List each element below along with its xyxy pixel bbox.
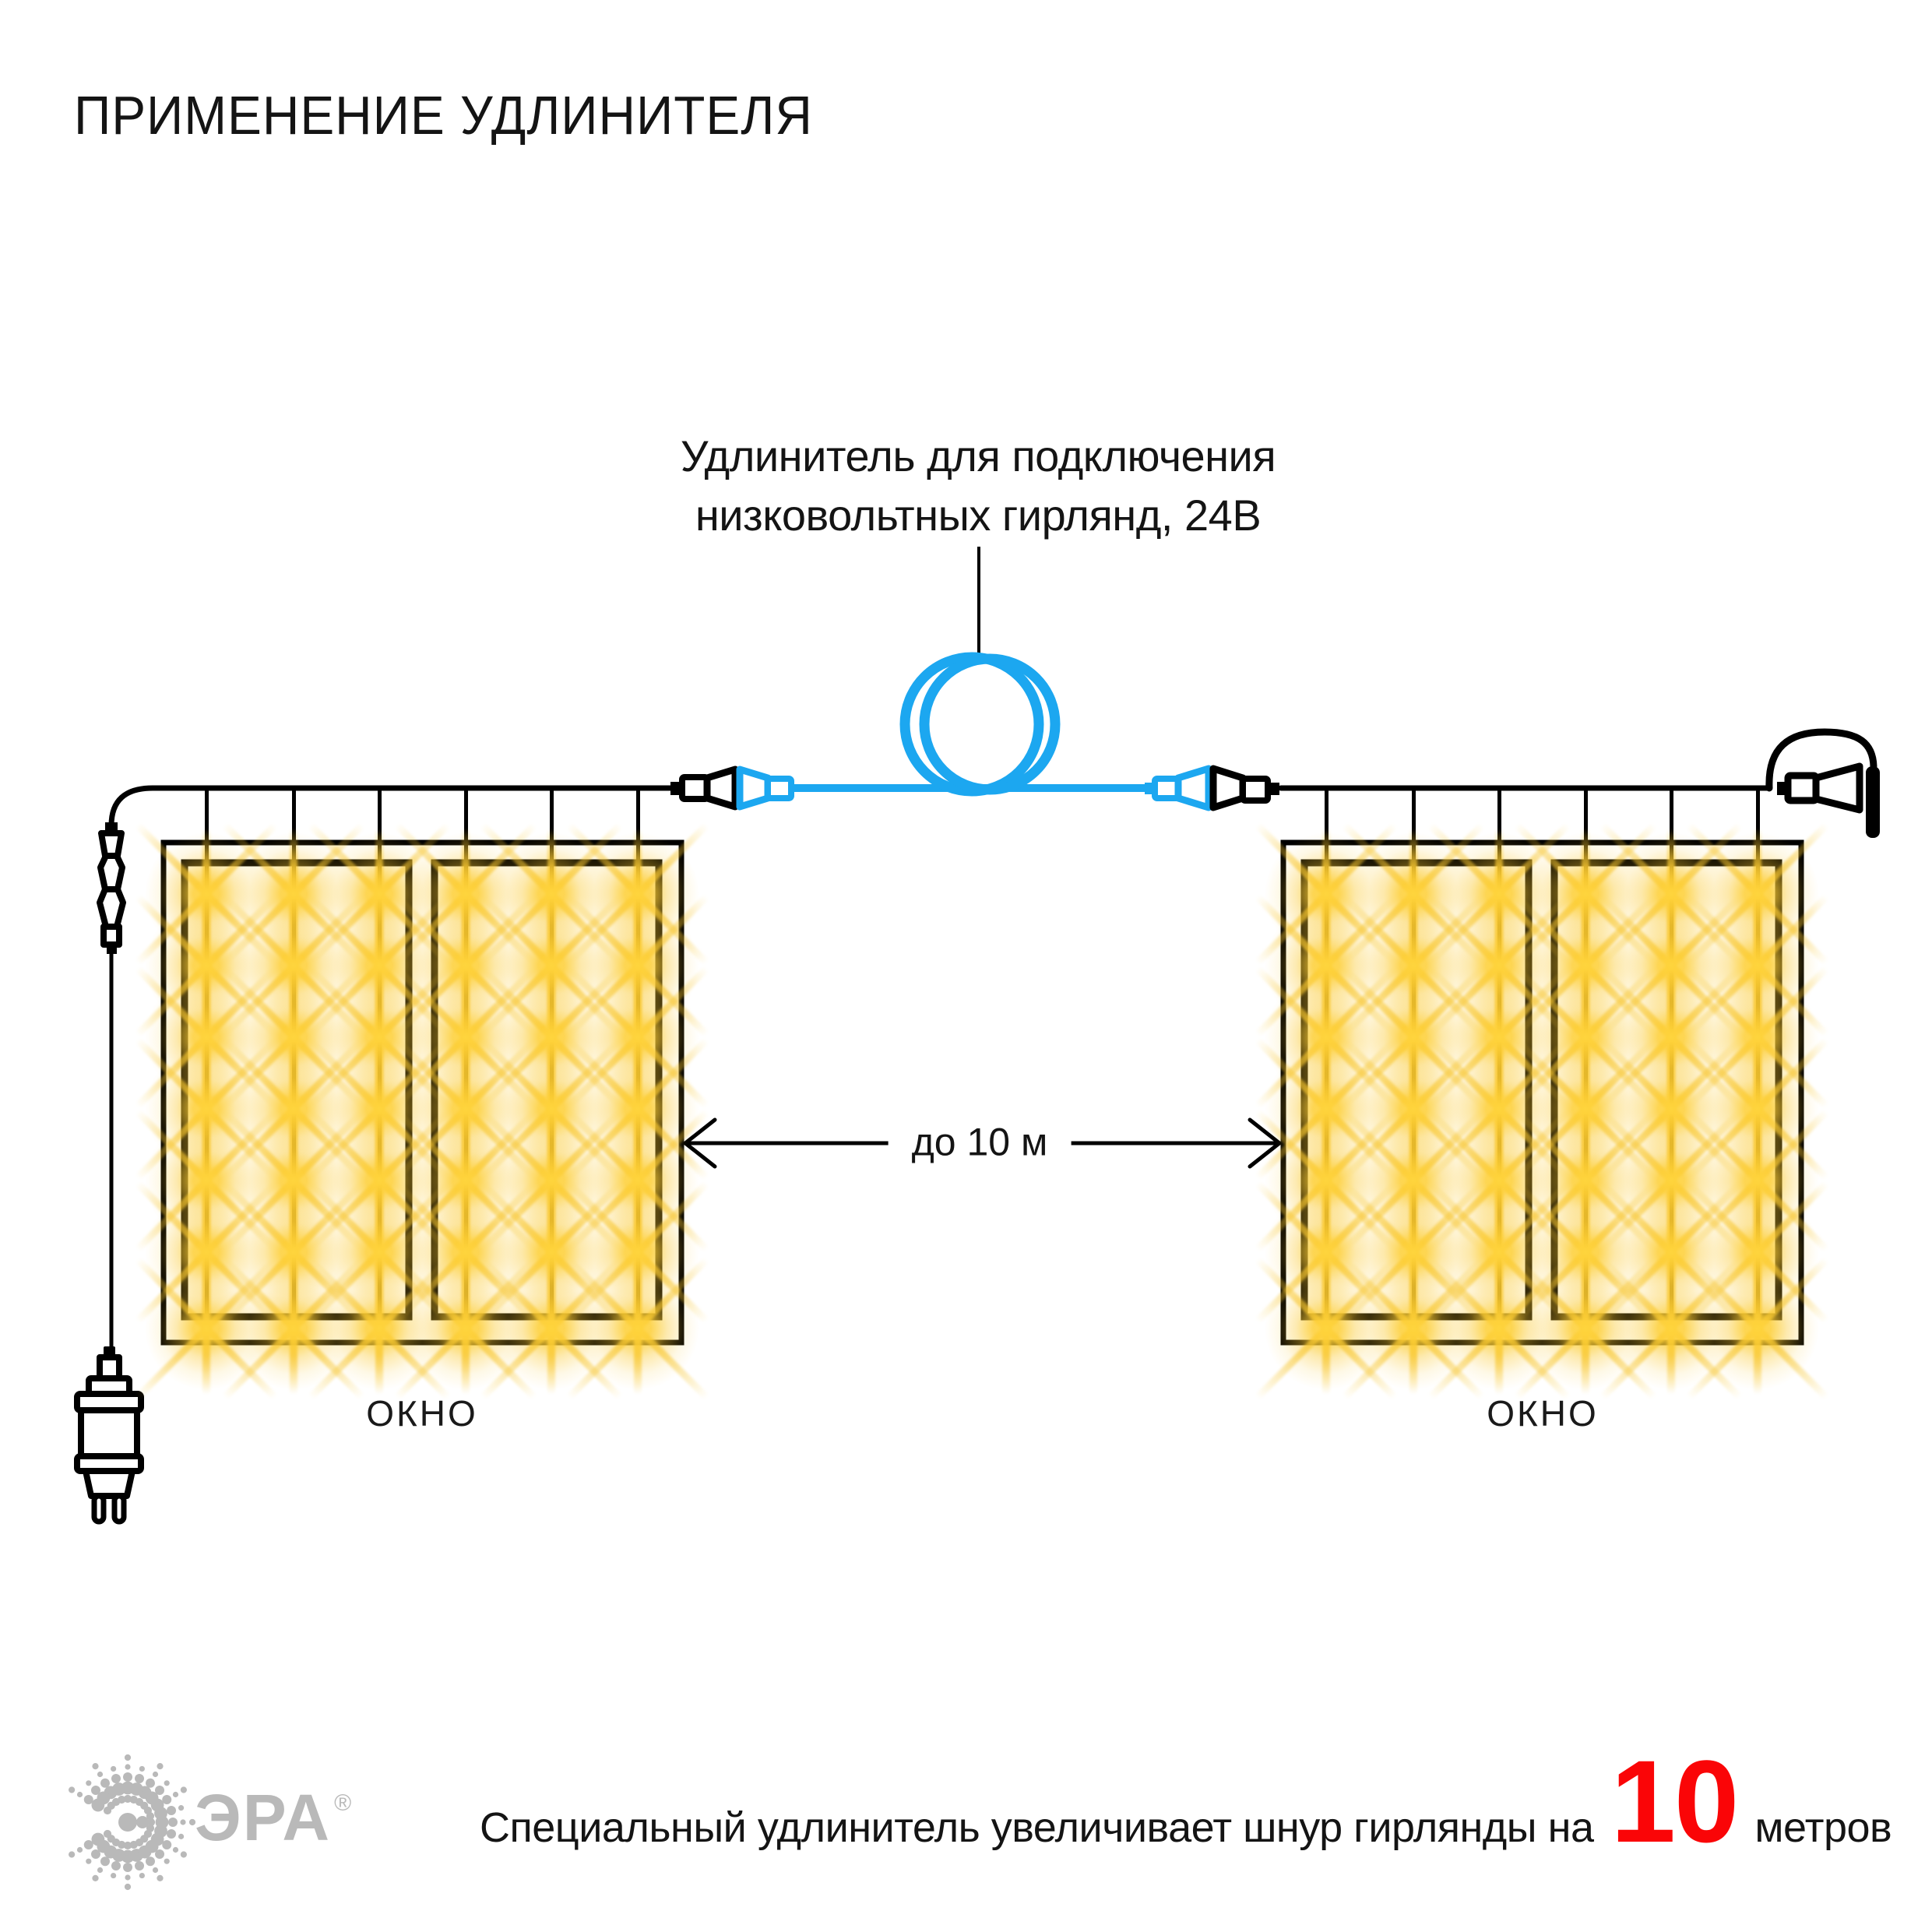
garland-strand	[464, 788, 468, 1315]
garland-strand	[1584, 788, 1588, 1315]
garland-strand	[1325, 788, 1328, 1315]
caption-after: метров	[1754, 1804, 1892, 1851]
garland-strand	[1497, 788, 1501, 1315]
extension-cable	[787, 652, 1155, 797]
garland-strand	[292, 788, 296, 1315]
right-connector-pair	[1145, 765, 1279, 811]
left-drop-connectors	[97, 822, 126, 1348]
sunburst-logo-icon	[69, 1754, 196, 1891]
garland-strand	[550, 788, 554, 1315]
left-connector-pair	[670, 765, 794, 811]
garland-strand	[636, 788, 640, 1315]
brand-name: ЭРА	[195, 1781, 332, 1854]
window-label-left: ОКНО	[366, 1393, 478, 1434]
end-cap-connector	[1765, 728, 1880, 838]
garland-strand	[205, 788, 209, 1315]
page-title: ПРИМЕНЕНИЕ УДЛИНИТЕЛЯ	[74, 85, 813, 146]
distance-label: до 10 м	[888, 1114, 1072, 1170]
power-plug	[74, 1346, 144, 1525]
garland-wire	[108, 785, 1772, 829]
garland-strand	[1756, 788, 1760, 1315]
footer-caption: Специальный удлинитель увеличивает шнур …	[480, 1743, 1892, 1860]
garland-strand	[378, 788, 382, 1315]
brand-logo-text: ЭРА®	[195, 1785, 353, 1850]
caption-before: Специальный удлинитель увеличивает шнур …	[480, 1804, 1594, 1851]
garland-strand	[1670, 788, 1673, 1315]
window-label-right: ОКНО	[1487, 1393, 1599, 1434]
annotation-line2: низковольтных гирлянд, 24В	[695, 491, 1262, 540]
extension-annotation: Удлинитель для подключения низковольтных…	[681, 427, 1276, 545]
brand-logo-emblem	[59, 1751, 199, 1894]
annotation-line1: Удлинитель для подключения	[680, 431, 1276, 480]
caption-highlight-10: 10	[1610, 1736, 1739, 1867]
cable-coil-loop	[919, 653, 1061, 795]
garland-strand	[1412, 788, 1416, 1315]
registered-mark: ®	[334, 1790, 354, 1816]
